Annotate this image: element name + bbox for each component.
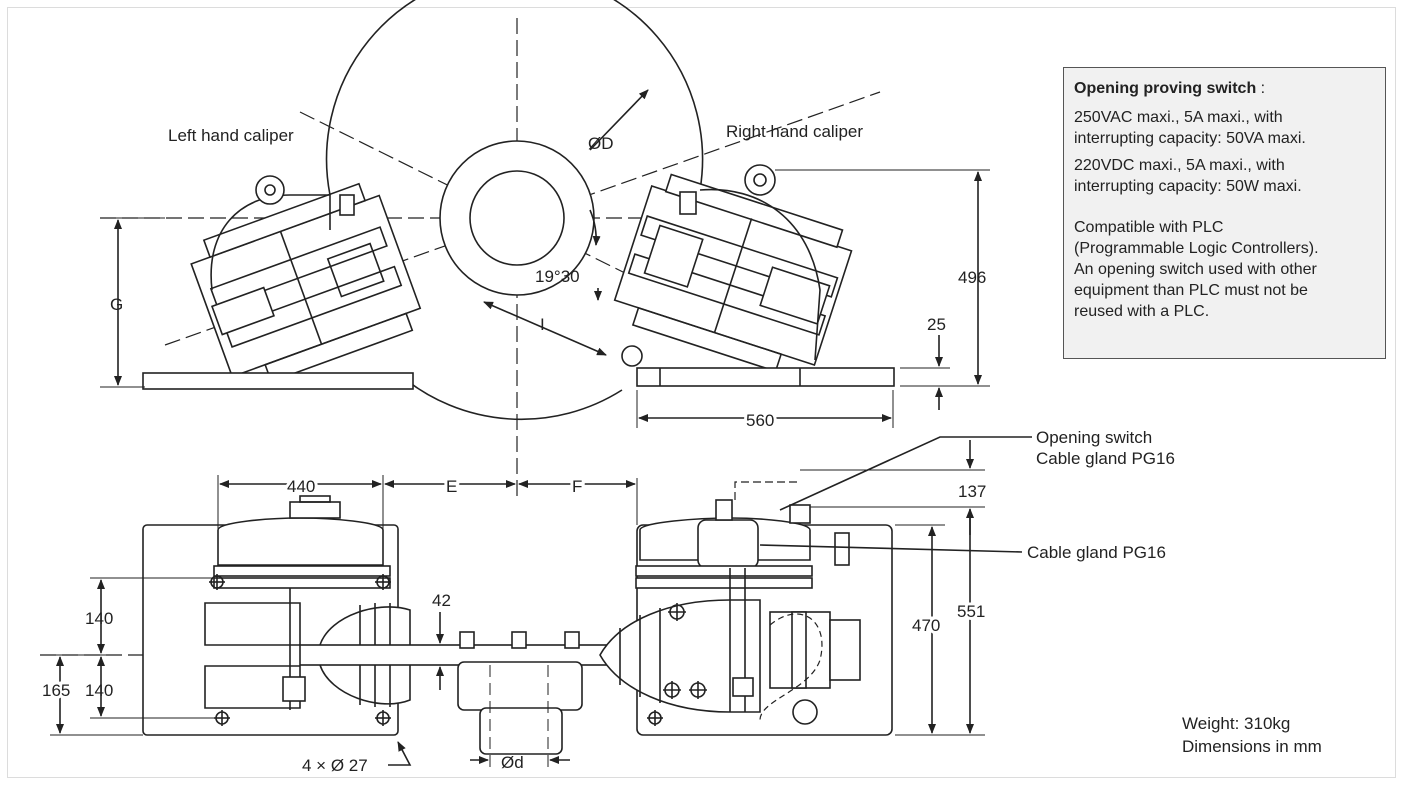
label-dim-496: 496 xyxy=(958,268,986,287)
label-shaft-diameter: Ød xyxy=(501,753,524,772)
ac-line-1: 250VAC maxi., 5A maxi., with xyxy=(1074,109,1283,126)
right-caliper-body xyxy=(699,188,821,361)
plc-line-1: Compatible with PLC xyxy=(1074,219,1224,236)
ac-line-2: interrupting capacity: 50VA maxi. xyxy=(1074,130,1306,147)
label-disc-diameter: ØD xyxy=(588,134,614,153)
disc-diameter-leader xyxy=(589,89,649,151)
label-dim-140-top: 140 xyxy=(85,609,113,628)
label-dim-140-bottom: 140 xyxy=(85,681,113,700)
brake-disc xyxy=(325,0,704,421)
right-base-plate xyxy=(636,367,895,387)
left-pivot-eye xyxy=(255,175,285,205)
plc-line-5: reused with a PLC. xyxy=(1074,303,1210,320)
label-dim-i: I xyxy=(540,315,545,334)
label-right-caliper: Right hand caliper xyxy=(726,122,863,141)
label-dim-42: 42 xyxy=(432,591,451,610)
label-left-caliper: Left hand caliper xyxy=(168,126,294,145)
ac-rating: 250VAC maxi., 5A maxi., with interrupting… xyxy=(1074,107,1375,149)
dc-line-2: interrupting capacity: 50W maxi. xyxy=(1074,178,1302,195)
info-box-title: Opening proving switch xyxy=(1074,80,1257,97)
label-dim-470: 470 xyxy=(912,616,940,635)
label-dim-137: 137 xyxy=(958,482,986,501)
label-cable-gland: Cable gland PG16 xyxy=(1027,543,1166,562)
label-dim-g: G xyxy=(110,295,123,314)
label-dim-560: 560 xyxy=(746,411,774,430)
hub-inner xyxy=(469,170,565,266)
right-pivot-eye xyxy=(744,164,776,196)
weight-note: Weight: 310kg Dimensions in mm xyxy=(1182,712,1322,758)
plc-line-4: equipment than PLC must not be xyxy=(1074,282,1308,299)
label-dim-25: 25 xyxy=(927,315,946,334)
label-angle: 19°30 xyxy=(535,267,580,286)
plc-line-3: An opening switch used with other xyxy=(1074,261,1317,278)
plc-line-2: (Programmable Logic Controllers). xyxy=(1074,240,1319,257)
label-holes: 4 × Ø 27 xyxy=(302,756,368,775)
label-dim-551: 551 xyxy=(957,602,985,621)
dc-rating: 220VDC maxi., 5A maxi., with interrupting… xyxy=(1074,155,1375,197)
dc-line-1: 220VDC maxi., 5A maxi., with xyxy=(1074,157,1285,174)
left-base-plate xyxy=(142,372,414,390)
left-caliper xyxy=(190,182,422,383)
left-caliper-body xyxy=(210,194,331,291)
label-opening-switch-2: Cable gland PG16 xyxy=(1036,449,1175,468)
hub-outer xyxy=(439,140,595,296)
label-dim-440: 440 xyxy=(287,477,315,496)
right-caliper xyxy=(613,173,853,373)
label-opening-switch-1: Opening switch xyxy=(1036,428,1152,447)
opening-proving-switch-box: Opening proving switch : 250VAC maxi., 5… xyxy=(1063,67,1386,359)
weight-text: Weight: 310kg xyxy=(1182,714,1291,733)
label-dim-e: E xyxy=(446,477,457,496)
coupling xyxy=(457,661,583,711)
drawing-frame xyxy=(7,7,1396,778)
plc-note: Compatible with PLC (Programmable Logic C… xyxy=(1074,217,1375,322)
info-box-title-suffix: : xyxy=(1256,80,1266,97)
units-text: Dimensions in mm xyxy=(1182,737,1322,756)
info-box-title-row: Opening proving switch : xyxy=(1074,78,1375,99)
label-dim-f: F xyxy=(572,477,582,496)
label-dim-165: 165 xyxy=(42,681,70,700)
